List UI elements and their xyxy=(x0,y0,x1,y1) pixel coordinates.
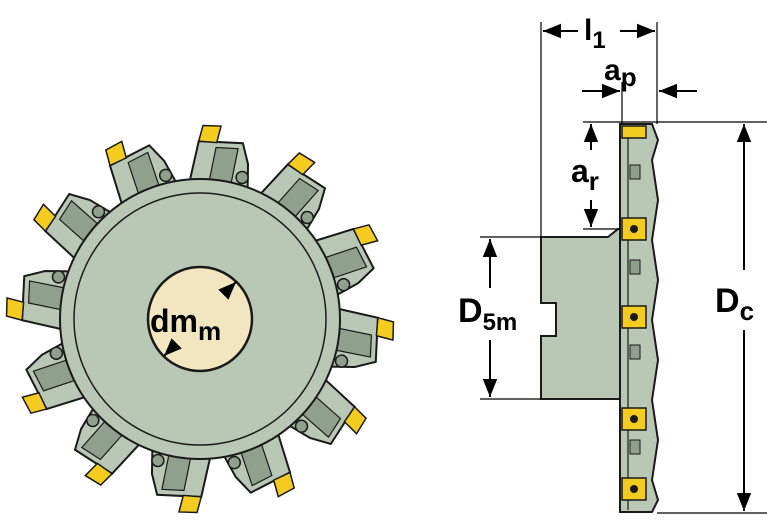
screw-hole xyxy=(86,413,100,428)
insert-screw xyxy=(630,485,638,493)
ap-label: ap xyxy=(604,54,637,92)
cutting-insert xyxy=(84,462,114,487)
cutter-front-view: dmm xyxy=(5,124,395,514)
screw-hole xyxy=(300,210,314,225)
side-insert xyxy=(621,125,647,139)
cutting-insert xyxy=(177,494,203,514)
screw-hole xyxy=(334,354,349,368)
cutting-insert xyxy=(21,391,48,415)
screw-hole xyxy=(227,455,242,470)
screw-hole xyxy=(91,205,106,219)
screw-hole xyxy=(294,419,309,433)
l1-label: l1 xyxy=(584,14,606,54)
screw-hole xyxy=(336,277,351,292)
cutting-insert xyxy=(272,471,296,498)
cutting-insert xyxy=(375,316,395,342)
ar-label: ar xyxy=(571,153,599,196)
screw-hole xyxy=(51,270,66,284)
screw-hole xyxy=(158,168,173,183)
insert-screw xyxy=(630,313,638,321)
side-slot xyxy=(629,439,641,455)
cutter-tooth xyxy=(253,151,327,239)
dmm-label: dmm xyxy=(150,303,221,346)
dc-label: Dc xyxy=(715,282,754,326)
screw-hole xyxy=(235,170,249,185)
dmm-arrow-lower xyxy=(163,338,182,357)
side-inserts xyxy=(621,125,647,501)
cutting-insert xyxy=(352,223,379,247)
cutting-insert xyxy=(286,151,316,176)
cutting-insert xyxy=(32,203,57,233)
insert-screw xyxy=(630,415,638,423)
screw-hole xyxy=(49,346,64,361)
side-slot xyxy=(629,344,641,360)
screw-hole xyxy=(151,453,165,468)
cutter-hub-ring xyxy=(73,192,327,446)
cutting-insert xyxy=(104,140,128,167)
cutting-insert xyxy=(197,124,223,144)
dmm-arrow-upper xyxy=(218,281,237,300)
d5m-label: D5m xyxy=(458,292,517,336)
side-slot xyxy=(629,259,641,275)
insert-screw xyxy=(630,225,638,233)
side-hub xyxy=(540,228,627,400)
cutter-side-view: l1 ap ar D5m Dc xyxy=(458,14,767,514)
cutting-insert xyxy=(343,405,368,435)
cutting-insert xyxy=(5,296,25,322)
side-slot xyxy=(629,164,641,180)
cutter-tooth xyxy=(73,399,147,487)
